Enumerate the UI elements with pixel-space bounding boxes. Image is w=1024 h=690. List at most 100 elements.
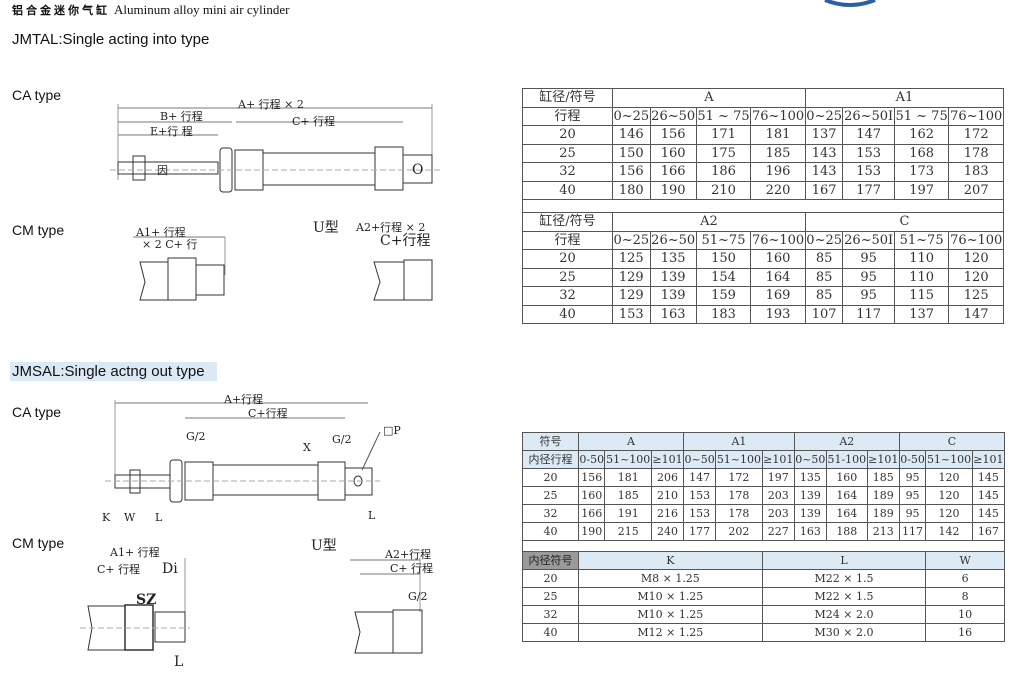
di-mark: Di [162, 561, 178, 577]
value-cell: 129 [612, 267, 651, 287]
thread-value-cell: M22 × 1.5 [761, 569, 927, 588]
value-cell: 153 [612, 304, 651, 324]
value-cell: 183 [695, 304, 752, 324]
stroke-range-header: 26~50I [842, 106, 895, 126]
value-cell: 181 [750, 125, 806, 145]
stroke-range-header: 0-50 [898, 450, 927, 469]
sz-mark: SZ [136, 592, 156, 608]
value-cell: 95 [842, 249, 895, 269]
value-cell: 166 [577, 504, 606, 523]
value-cell: 95 [898, 486, 927, 505]
value-cell: 153 [683, 504, 717, 523]
bore-cell: 32 [522, 504, 579, 523]
s1-ca-drawing: A+ 行程 × 2 B+ 行程 C+ 行程 E+行 程 因 O [110, 98, 440, 193]
thread-value-cell: 16 [925, 623, 1005, 642]
value-cell: 227 [761, 522, 795, 541]
bore-cell: 25 [522, 143, 613, 163]
w-mark: W [124, 511, 136, 524]
value-cell: 168 [893, 143, 950, 163]
value-cell: 85 [804, 249, 844, 269]
group-header: C [898, 432, 1006, 451]
s1-cm-drawing: A1+ 行程 × 2 C+ 行 U型 A2+行程 × 2 C+行程 [133, 220, 433, 301]
l-mark: L [174, 654, 183, 670]
value-cell: 139 [649, 286, 697, 306]
g2-mark: G/2 [408, 590, 428, 603]
value-cell: 147 [842, 125, 895, 145]
dim-e: E+行 程 [150, 125, 193, 138]
value-cell: 160 [750, 249, 806, 269]
stroke-range-header: 51~75 [695, 230, 752, 250]
stroke-range-header: 51 ~ 75 [695, 106, 752, 126]
stroke-range-header: 0-50 [577, 450, 606, 469]
value-cell: 85 [804, 267, 844, 287]
bore-cell: 20 [522, 569, 579, 588]
stroke-range-header: 0~25 [804, 230, 844, 250]
value-cell: 210 [650, 486, 685, 505]
bore-cell: 40 [522, 522, 579, 541]
value-cell: 137 [893, 304, 950, 324]
stroke-header: 内径行程 [522, 450, 579, 469]
value-cell: 220 [750, 180, 806, 200]
value-cell: 185 [604, 486, 652, 505]
group-header: A [612, 88, 806, 108]
value-cell: 189 [866, 504, 900, 523]
value-cell: 185 [750, 143, 806, 163]
value-cell: 178 [715, 486, 763, 505]
bore-cell: 25 [522, 587, 579, 606]
value-cell: 156 [577, 468, 606, 487]
u-type: U型 [313, 220, 339, 236]
value-cell: 169 [750, 286, 806, 306]
dim-c: C+行程 [248, 407, 288, 420]
value-cell: 191 [604, 504, 652, 523]
value-cell: 172 [948, 125, 1004, 145]
stroke-range-header: 0~25 [612, 106, 651, 126]
gap-cell [522, 540, 1005, 552]
stroke-range-header: 26~50I [842, 230, 895, 250]
stroke-range-header: ≥101 [761, 450, 795, 469]
value-cell: 120 [925, 468, 973, 487]
stroke-range-header: ≥101 [866, 450, 900, 469]
value-cell: 210 [695, 180, 752, 200]
group-header: A1 [804, 88, 1005, 108]
port-mark: O [412, 162, 423, 178]
dim-x2: × 2 C+ 行 [142, 238, 197, 251]
value-cell: 160 [825, 468, 868, 487]
section2-cm-label: CM type [12, 535, 65, 551]
value-cell: 185 [866, 468, 900, 487]
dim-a: A+ 行程 × 2 [237, 98, 304, 111]
value-cell: 145 [971, 504, 1006, 523]
value-cell: 135 [649, 249, 697, 269]
value-cell: 117 [842, 304, 895, 324]
bore-cell: 25 [522, 486, 579, 505]
stroke-range-header: ≥101 [971, 450, 1006, 469]
value-cell: 125 [948, 286, 1004, 306]
bore-cell: 20 [522, 125, 613, 145]
thread-value-cell: 10 [925, 605, 1005, 624]
corner-header: 缸径/符号 [522, 212, 613, 232]
dim-c: C+ 行程 [292, 115, 335, 128]
value-cell: 181 [604, 468, 652, 487]
stroke-range-header: 76~100 [750, 230, 806, 250]
g2-right: G/2 [332, 433, 352, 446]
value-cell: 196 [750, 162, 806, 182]
bore-cell: 40 [522, 623, 579, 642]
s2-cm-drawing: A1+ 行程 C+ 行程 Di SZ L U型 A2+行程 C+ 行程 G/2 [80, 538, 433, 670]
section2-title: JMSAL:Single actng out type [10, 362, 217, 381]
value-cell: 95 [842, 267, 895, 287]
s2-ca-drawing: A+行程 C+行程 G/2 X G/2 □P K W L L [102, 393, 401, 524]
stroke-header: 行程 [522, 230, 613, 250]
value-cell: 216 [650, 504, 685, 523]
value-cell: 147 [683, 468, 717, 487]
bore-cell: 25 [522, 267, 613, 287]
